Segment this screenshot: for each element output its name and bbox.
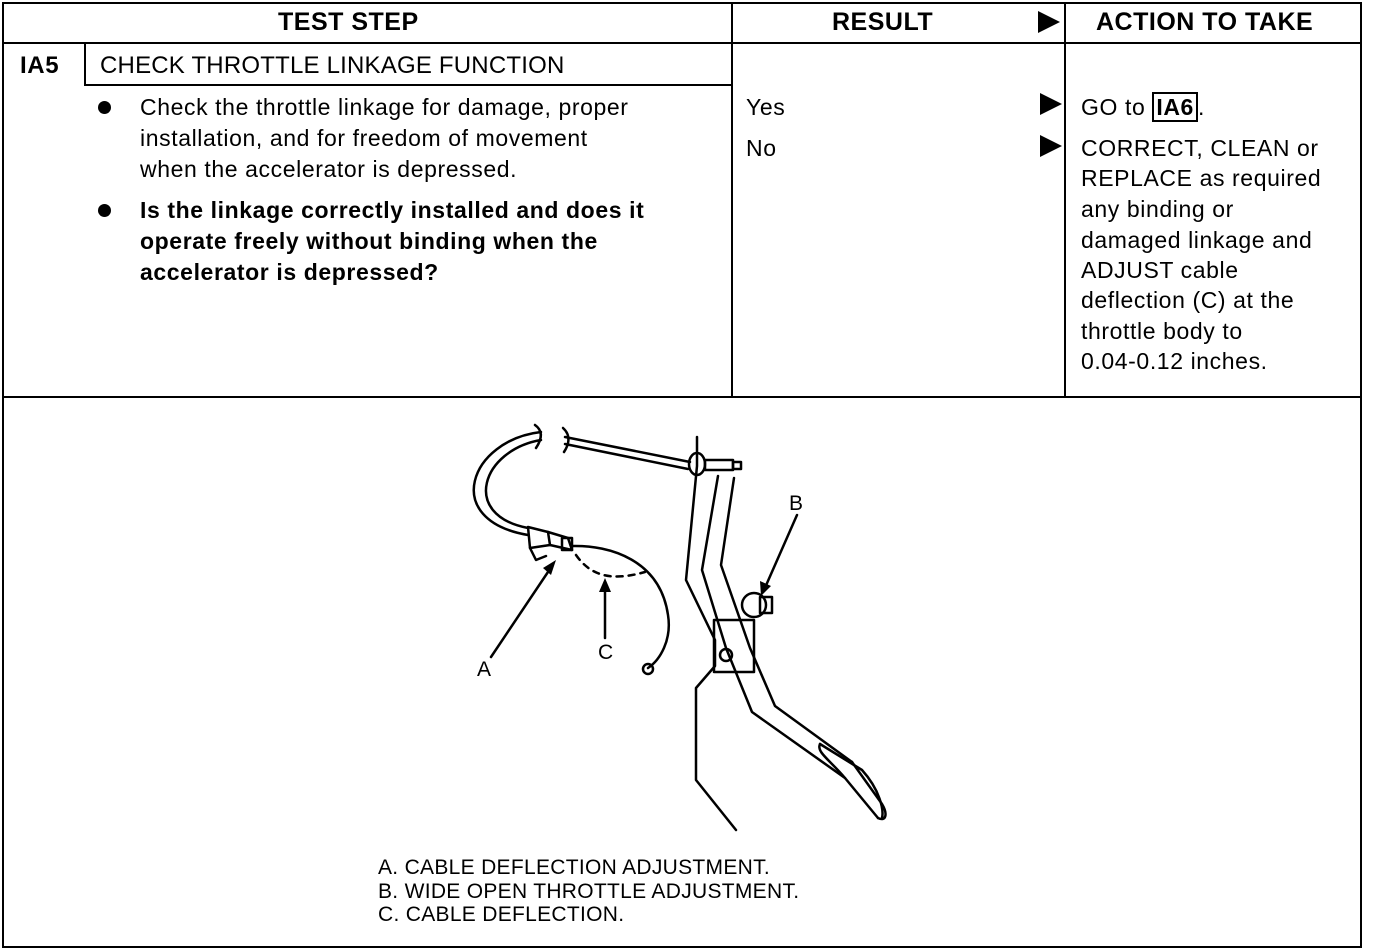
header-test-step: TEST STEP: [278, 8, 419, 36]
table-bottom-rule: [2, 396, 1362, 398]
result-column-divider: [731, 2, 733, 398]
throttle-cable-inner: [484, 438, 543, 530]
no-arrow-icon: [1040, 135, 1062, 157]
step-title: CHECK THROTTLE LINKAGE FUNCTION: [100, 52, 565, 79]
yes-arrow-icon: [1040, 93, 1062, 115]
action-yes-prefix: GO to: [1081, 94, 1153, 120]
action-no-line6: deflection (C) at the: [1081, 287, 1295, 313]
action-yes-suffix: .: [1197, 94, 1205, 120]
action-no-line3: any binding or: [1081, 196, 1234, 222]
step-id-divider: [84, 42, 86, 86]
pedal-pad: [818, 742, 884, 820]
throttle-cable: [472, 430, 543, 537]
label-c: C: [598, 641, 613, 664]
action-no-line2: REPLACE as required: [1081, 165, 1322, 191]
bullet1-line3: when the accelerator is depressed.: [140, 156, 518, 182]
caption-b: B. WIDE OPEN THROTTLE ADJUSTMENT.: [378, 880, 800, 903]
header-result: RESULT: [832, 8, 934, 36]
header-action-to-take: ACTION TO TAKE: [1096, 8, 1314, 36]
action-no-line7: throttle body to: [1081, 318, 1243, 344]
action-no-line5: ADJUST cable: [1081, 257, 1239, 283]
firewall-bracket: [684, 435, 738, 832]
action-no-line8: 0.04-0.12 inches.: [1081, 348, 1268, 374]
bullet-dot-icon: [98, 101, 111, 114]
header-bottom-rule: [2, 42, 1362, 44]
label-a: A: [477, 658, 491, 681]
caption-c: C. CABLE DEFLECTION.: [378, 903, 625, 926]
result-yes: Yes: [746, 94, 786, 120]
step-id: IA5: [20, 52, 60, 79]
caption-a: A. CABLE DEFLECTION ADJUSTMENT.: [378, 856, 771, 879]
bullet-dot-icon: [98, 204, 111, 217]
header-arrow-icon: [1038, 11, 1060, 33]
action-no-line4: damaged linkage and: [1081, 227, 1313, 253]
title-bottom-rule: [86, 84, 732, 86]
label-b: B: [789, 492, 803, 515]
pedal-arm: [700, 474, 880, 820]
action-no-line1: CORRECT, CLEAN or: [1081, 135, 1319, 161]
action-yes: GO to IA6.: [1081, 92, 1205, 123]
bullet2-line1: Is the linkage correctly installed and d…: [140, 197, 645, 223]
result-no: No: [746, 135, 777, 161]
bullet2-line3: accelerator is depressed?: [140, 259, 439, 285]
action-yes-ref: IA6: [1152, 92, 1198, 122]
bullet1-line1: Check the throttle linkage for damage, p…: [140, 94, 629, 120]
bullet1-line2: installation, and for freedom of movemen…: [140, 125, 588, 151]
bullet2-line2: operate freely without binding when the: [140, 228, 598, 254]
action-column-divider: [1064, 2, 1066, 398]
